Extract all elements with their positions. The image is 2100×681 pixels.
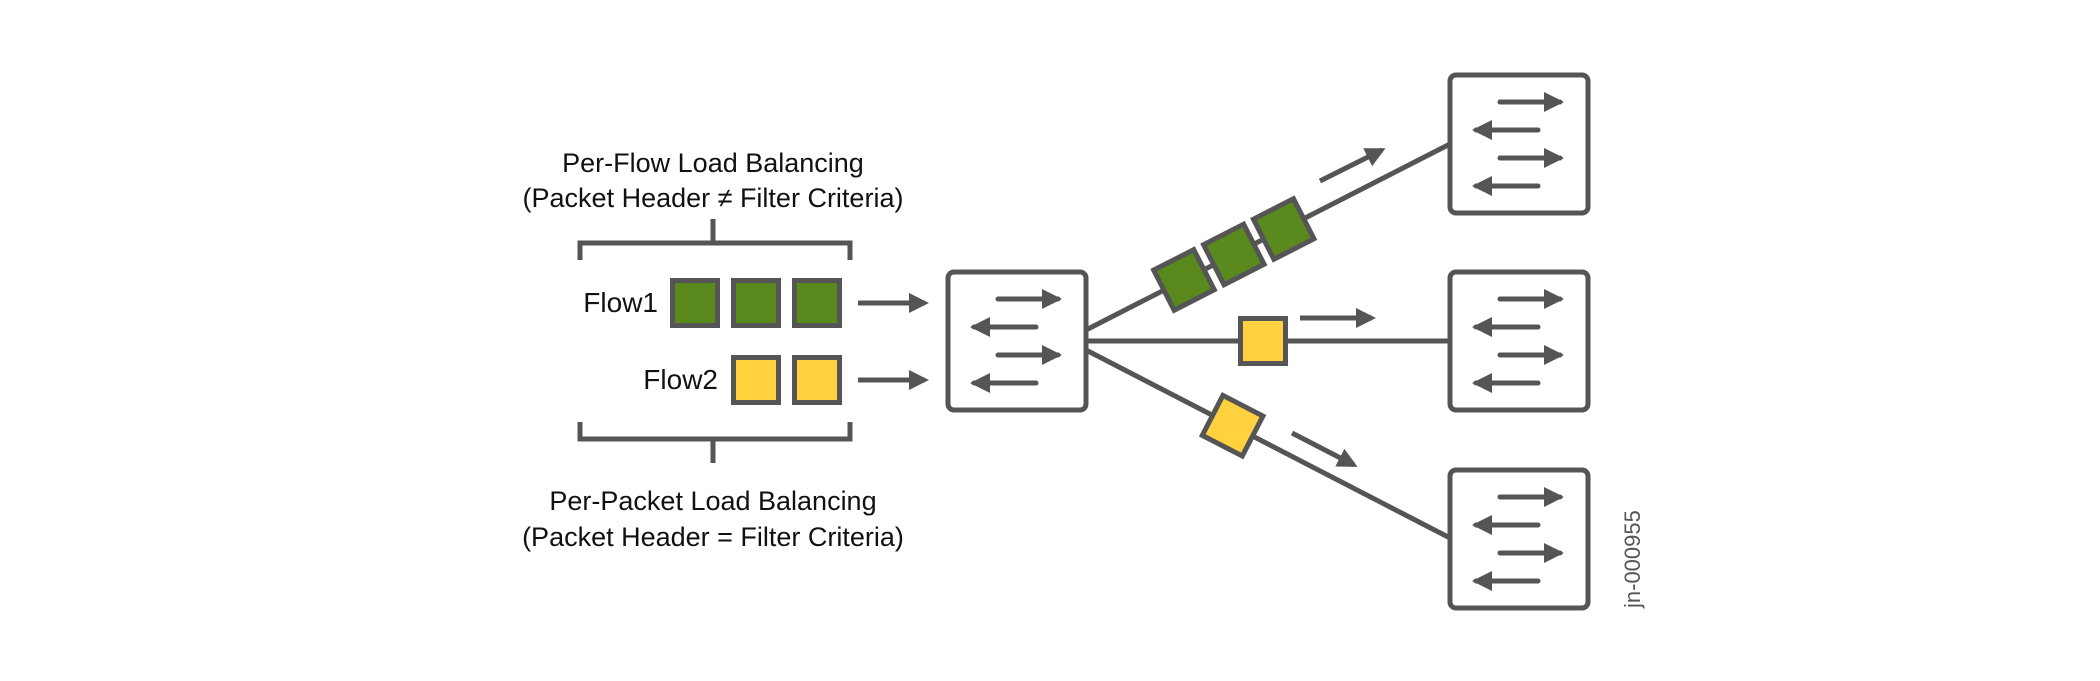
packet <box>1238 316 1288 366</box>
per-packet-bracket <box>577 422 853 463</box>
packet <box>1150 246 1218 314</box>
packet <box>731 355 781 405</box>
figure-id: jn-000955 <box>1620 510 1645 609</box>
flow1-packets <box>670 278 842 328</box>
packet <box>1250 195 1318 263</box>
egress-switch-top <box>1450 75 1588 213</box>
per-packet-caption-line2: (Packet Header = Filter Criteria) <box>522 522 904 552</box>
packet <box>792 355 842 405</box>
ingress-switch <box>948 272 1086 410</box>
packet <box>670 278 720 328</box>
per-packet-caption-line1: Per-Packet Load Balancing <box>549 486 876 516</box>
top-link-packets <box>1150 195 1318 314</box>
switch-arrows-icon <box>1450 75 1588 213</box>
packet <box>792 278 842 328</box>
bottom-link-packets <box>1198 392 1267 460</box>
egress-switch-middle <box>1450 272 1588 410</box>
bottom-link-direction-arrow <box>1290 430 1358 468</box>
link-bottom <box>1084 347 1452 541</box>
switch-arrows-icon <box>1450 470 1588 608</box>
egress-switch-bottom <box>1450 470 1588 608</box>
packet <box>1200 220 1268 289</box>
packet <box>1198 392 1267 460</box>
per-flow-caption-line2: (Packet Header ≠ Filter Criteria) <box>523 183 904 213</box>
flow1-label: Flow1 <box>583 287 658 318</box>
flow2-packets <box>731 355 842 405</box>
switch-arrows-icon <box>1450 272 1588 410</box>
per-flow-bracket <box>577 219 853 260</box>
middle-link-packets <box>1238 316 1288 366</box>
packet <box>731 278 781 328</box>
top-link-direction-arrow <box>1318 147 1386 184</box>
flow2-label: Flow2 <box>643 364 718 395</box>
per-flow-caption-line1: Per-Flow Load Balancing <box>562 148 864 178</box>
switch-arrows-icon <box>948 272 1086 410</box>
